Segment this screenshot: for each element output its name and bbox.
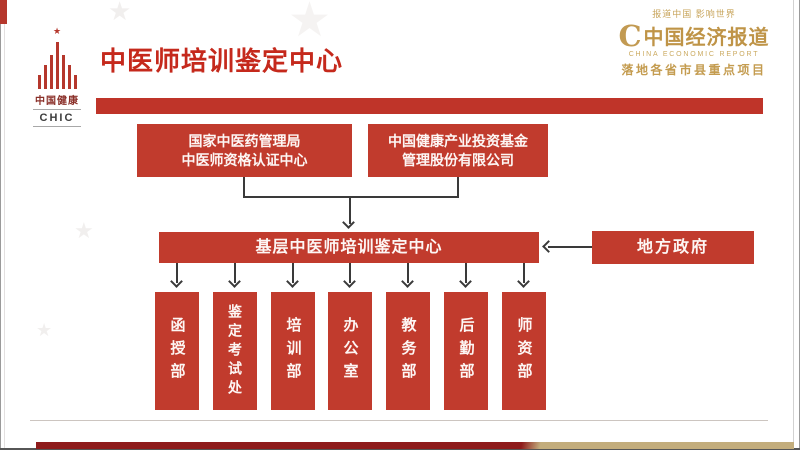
box-text-line: 师资部 — [515, 316, 533, 386]
arrowhead-down-icon — [459, 275, 472, 288]
brand-name-cn: 中国健康 — [35, 96, 79, 107]
watermark-star-icon: ★ — [36, 320, 53, 340]
box-text-line: 鉴定考试处 — [227, 303, 243, 399]
arrowhead-down-icon — [401, 275, 414, 288]
media-calligraphy: 报道中国 影响世界 — [652, 9, 736, 19]
brand-logo: ★ 中国健康 CHIC — [33, 26, 81, 129]
arrowhead-down-icon — [228, 275, 241, 288]
logo-bars-icon — [33, 37, 81, 89]
left-edge-line — [0, 0, 1, 450]
connector-line — [407, 263, 409, 283]
box-text-line: 培训部 — [284, 316, 302, 386]
connector-line — [243, 177, 245, 198]
watermark-star-icon: ★ — [108, 0, 132, 26]
media-name-en: CHINA ECONOMIC REPORT — [628, 51, 760, 58]
right-inner-line — [793, 0, 794, 450]
box-text-line: 教务部 — [399, 316, 417, 386]
orgchart-box-dept-assessment-exam: 鉴定考试处 — [213, 292, 257, 410]
media-logo-row: C 中国经济报道 — [598, 21, 790, 50]
orgchart-box-dept-correspondence: 函授部 — [155, 292, 199, 410]
arrowhead-left-icon — [542, 240, 555, 253]
watermark-star-icon: ★ — [288, 0, 332, 47]
corner-accent — [0, 0, 7, 24]
footer-divider-line — [30, 420, 768, 421]
connector-line — [548, 246, 592, 248]
orgchart-box-investment-fund: 中国健康产业投资基金 管理股份有限公司 — [368, 124, 548, 177]
box-text-line: 地方政府 — [636, 239, 709, 256]
connector-line — [465, 263, 467, 283]
arrowhead-down-icon — [517, 275, 530, 288]
box-text-line: 国家中医药管理局 — [188, 132, 301, 149]
connector-line — [523, 263, 525, 283]
box-text-line: 中医师资格认证中心 — [181, 151, 308, 168]
media-tagline: 落地各省市县重点项目 — [621, 63, 767, 77]
box-text-line: 管理股份有限公司 — [402, 151, 514, 168]
arrowhead-down-icon — [286, 275, 299, 288]
media-c-icon: C — [618, 18, 642, 53]
arrowhead-down-icon — [342, 216, 355, 229]
orgchart-box-center: 基层中医师培训鉴定中心 — [159, 232, 539, 263]
connector-line — [243, 196, 459, 198]
box-text-line: 办公室 — [341, 316, 359, 386]
media-name: 中国经济报道 — [643, 27, 770, 49]
box-text-line: 函授部 — [168, 316, 186, 386]
brand-acronym: CHIC — [39, 112, 75, 124]
arrowhead-down-icon — [170, 275, 183, 288]
brand-rule — [33, 109, 81, 110]
box-text-line: 基层中医师培训鉴定中心 — [255, 239, 443, 256]
orgchart-box-dept-logistics: 后勤部 — [444, 292, 488, 410]
connector-line — [176, 263, 178, 283]
arrowhead-down-icon — [343, 275, 356, 288]
footer-accent-bar — [36, 442, 794, 449]
page-title: 中医师培训鉴定中心 — [100, 46, 344, 76]
bottom-edge-line — [0, 448, 800, 450]
connector-line — [457, 177, 459, 198]
header-divider-bar — [96, 98, 763, 114]
orgchart-box-dept-office: 办公室 — [328, 292, 372, 410]
media-logo: 报道中国 影响世界 C 中国经济报道 CHINA ECONOMIC REPORT… — [598, 7, 790, 78]
orgchart-box-dept-faculty: 师资部 — [502, 292, 546, 410]
connector-line — [349, 196, 351, 224]
connector-line — [234, 263, 236, 283]
orgchart-box-national-admin: 国家中医药管理局 中医师资格认证中心 — [137, 124, 352, 177]
connector-line — [292, 263, 294, 283]
orgchart-box-dept-academic: 教务部 — [386, 292, 430, 410]
connector-line — [349, 263, 351, 283]
box-text-line: 中国健康产业投资基金 — [388, 132, 528, 149]
box-text-line: 后勤部 — [457, 316, 475, 386]
brand-rule — [33, 126, 81, 127]
left-inner-line — [4, 0, 5, 450]
orgchart-box-dept-training: 培训部 — [271, 292, 315, 410]
star-icon: ★ — [52, 26, 62, 36]
watermark-star-icon: ★ — [74, 218, 94, 243]
orgchart-box-local-government: 地方政府 — [592, 231, 754, 264]
